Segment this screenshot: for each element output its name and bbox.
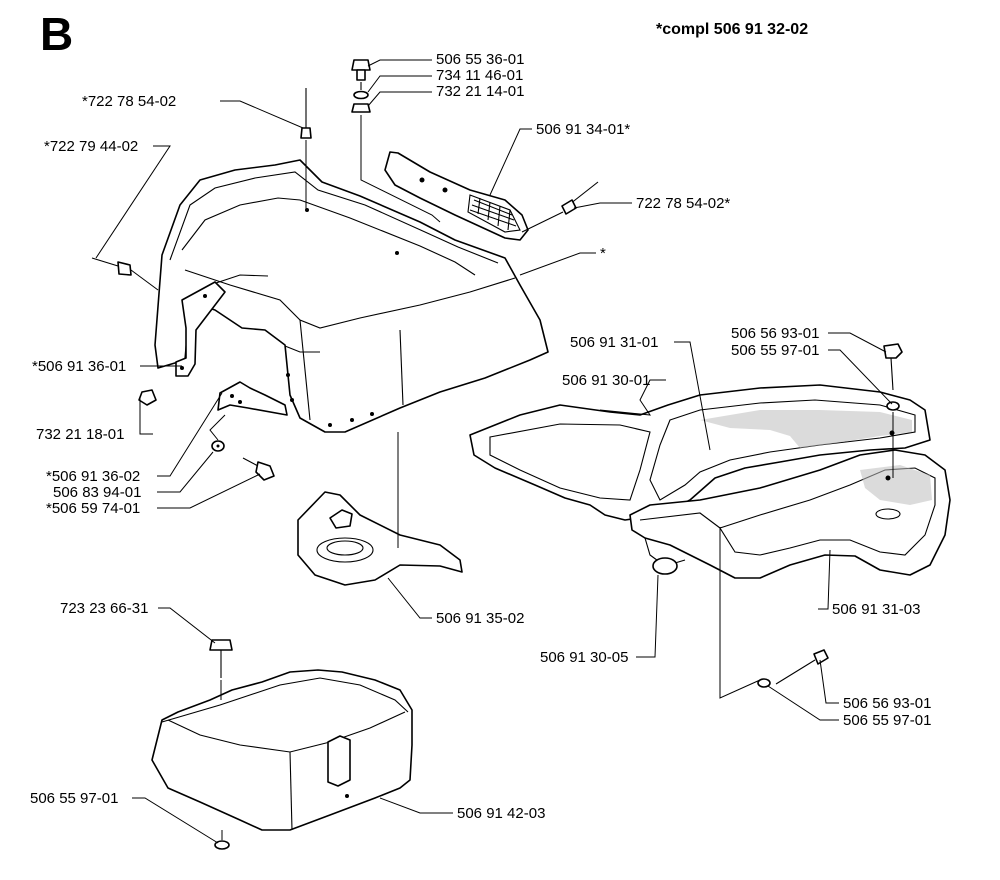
hood-shape [154,159,549,433]
label-screw-far-left: *722 79 44-02 [44,138,138,155]
label-box-cover: 506 91 42-03 [457,805,545,822]
right-top-fasteners [883,343,903,478]
fender-left-shape [469,384,931,521]
label-cap-screw: 506 55 36-01 [436,51,524,68]
label-washer-bottom-right: 506 55 97-01 [843,712,931,729]
label-nut-top: 732 21 14-01 [436,83,524,100]
rivets [91,88,599,291]
label-bracket-left: *506 91 36-01 [32,358,126,375]
label-rivet-right: 722 78 54-02* [636,195,730,212]
label-screw-right-top: 506 56 93-01 [731,325,819,342]
label-fender-right: 506 91 31-03 [832,601,920,618]
part-labels: 506 55 36-01 734 11 46-01 732 21 14-01 *… [30,51,931,822]
label-washer-right-top: 506 55 97-01 [731,342,819,359]
label-washer-box: 506 55 97-01 [30,790,118,807]
label-fender-right-inner: 506 91 31-01 [570,334,658,351]
label-hood-star: * [600,245,606,262]
label-washer-lower: 506 83 94-01 [53,484,141,501]
label-screw-lower: *506 59 74-01 [46,500,140,517]
label-rivet-left: *722 78 54-02 [82,93,176,110]
label-cup-holder: 506 91 35-02 [436,610,524,627]
label-screw-bottom-right: 506 56 93-01 [843,695,931,712]
top-fasteners [351,59,441,223]
bottom-right-fasteners [719,527,829,699]
label-bracket-lower: *506 91 36-02 [46,468,140,485]
label-knob-screw: 723 23 66-31 [60,600,148,617]
box-cover-shape [151,639,413,850]
left-brackets [138,281,288,481]
fender-right-shape [629,449,951,579]
label-nut-left: 732 21 18-01 [36,426,124,443]
grille-panel-shape [384,151,529,241]
leader-lines [95,59,893,844]
section-letter: B [40,8,74,60]
label-bumper: 506 91 30-05 [540,649,628,666]
label-fender-left: 506 91 30-01 [562,372,650,389]
cup-holder-shape [297,432,463,586]
label-washer-top: 734 11 46-01 [436,67,523,84]
label-grille-panel: 506 91 34-01* [536,121,630,138]
assembly-note: *compl 506 91 32-02 [656,21,809,38]
